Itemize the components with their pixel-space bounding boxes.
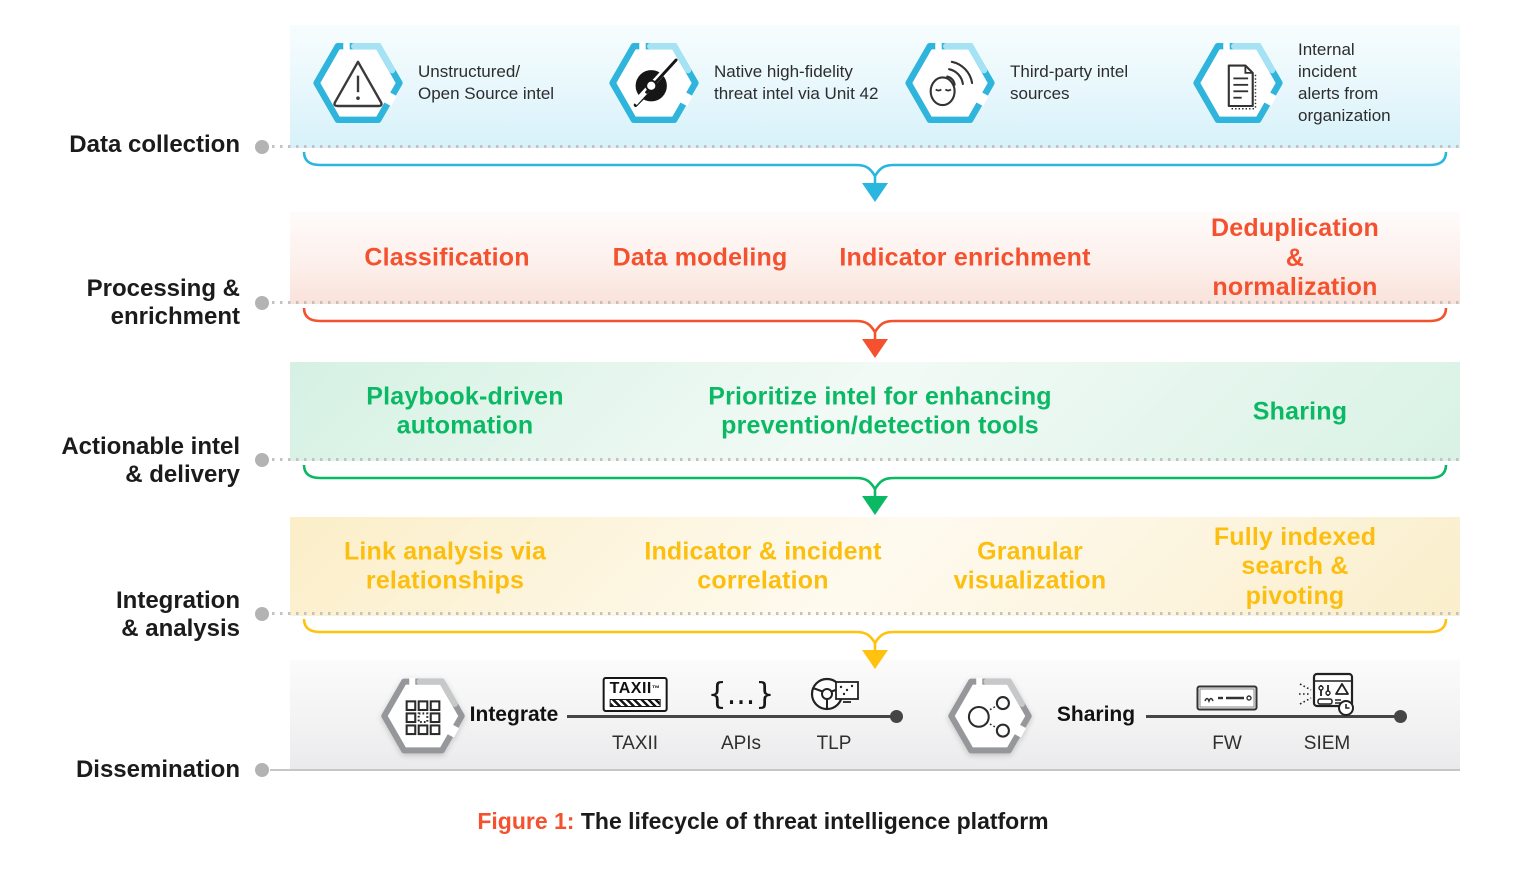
apps-grid-icon [381, 677, 465, 754]
stage-label-integration: Integration & analysis [116, 587, 240, 642]
band-actionable: Playbook-driven automation Prioritize in… [290, 362, 1460, 461]
stage-label-dissemination: Dissemination [75, 756, 240, 783]
leader-line [272, 612, 1460, 615]
sharing-connector-line [1146, 715, 1401, 718]
leader-dot [255, 296, 269, 310]
source-internal-alerts: Internal incident alerts from organizati… [1192, 37, 1391, 129]
source-label: Native high-fidelity threat intel via Un… [714, 61, 879, 103]
integrate-connector-dot [890, 710, 903, 723]
integrate-connector-line [567, 715, 897, 718]
leader-line [270, 769, 1460, 771]
steering-wheel-icon [810, 677, 859, 711]
integration-item: Fully indexed search & pivoting [1213, 522, 1377, 610]
source-unit42: Native high-fidelity threat intel via Un… [608, 37, 878, 129]
processing-item: Indicator enrichment [839, 243, 1091, 272]
actionable-item: Sharing [1252, 396, 1348, 425]
siem-dashboard-icon [1299, 672, 1354, 716]
warning-triangle-icon [313, 42, 403, 124]
firewall-appliance-icon [1196, 685, 1258, 711]
flow-brace-arrow-actionable [302, 464, 1448, 515]
sharing-connector-dot [1394, 710, 1407, 723]
figure-caption: Figure 1: The lifecycle of threat intell… [0, 808, 1526, 835]
taxii-logo: TAXII™ [602, 677, 668, 712]
processing-item: Data modeling [612, 243, 788, 272]
channel-label-siem: SIEM [1303, 733, 1351, 754]
gauge-unit42-icon [609, 42, 699, 124]
incident-document-icon [1193, 42, 1283, 124]
leader-dot [255, 607, 269, 621]
sharing-label: Sharing [1056, 703, 1136, 726]
band-processing: Classification Data modeling Indicator e… [290, 212, 1460, 304]
band-integration: Link analysis via relationships Indicato… [290, 517, 1460, 616]
integration-item: Link analysis via relationships [343, 537, 547, 595]
source-label: Unstructured/ Open Source intel [418, 61, 555, 103]
channel-label-fw: FW [1212, 733, 1242, 754]
stage-label-processing: Processing & enrichment [86, 275, 240, 330]
share-nodes-icon [948, 677, 1032, 754]
band-data-collection: Unstructured/ Open Source intel Native h… [290, 25, 1460, 148]
channel-label-tlp: TLP [816, 733, 852, 754]
integration-item: Indicator & incident correlation [644, 537, 882, 595]
source-label: Internal incident alerts from organizati… [1298, 39, 1391, 126]
band-dissemination: Integrate TAXII™ TAXII {...} APIs TLP [290, 660, 1460, 770]
figure-caption-text: The lifecycle of threat intelligence pla… [574, 808, 1049, 834]
flow-brace-arrow-integration [302, 618, 1448, 669]
stage-label-actionable: Actionable intel & delivery [61, 433, 240, 488]
leader-line [272, 458, 1460, 461]
source-third-party: Third-party intel sources [904, 37, 1128, 129]
flow-brace-arrow-processing [302, 307, 1448, 358]
leader-line [272, 301, 1460, 304]
processing-item: Deduplication & normalization [1211, 213, 1379, 301]
processing-item: Classification [364, 243, 530, 272]
actionable-item: Playbook-driven automation [366, 382, 564, 440]
source-unstructured: Unstructured/ Open Source intel [312, 37, 554, 129]
code-braces-icon: {...} [707, 677, 775, 712]
figure-number: Figure 1: [477, 808, 575, 834]
channel-label-apis: APIs [720, 733, 762, 754]
integrate-label: Integrate [469, 703, 559, 726]
leader-dot [255, 140, 269, 154]
integration-item: Granular visualization [953, 537, 1107, 595]
leader-dot [255, 763, 269, 777]
leader-dot [255, 453, 269, 467]
stage-label-data-collection: Data collection [69, 131, 240, 158]
leader-line [272, 145, 1460, 148]
flow-brace-arrow-collection [302, 151, 1448, 202]
actionable-item: Prioritize intel for enhancing preventio… [708, 382, 1052, 440]
spy-signal-icon [905, 42, 995, 124]
source-label: Third-party intel sources [1010, 61, 1129, 103]
channel-label-taxii: TAXII [611, 733, 659, 754]
